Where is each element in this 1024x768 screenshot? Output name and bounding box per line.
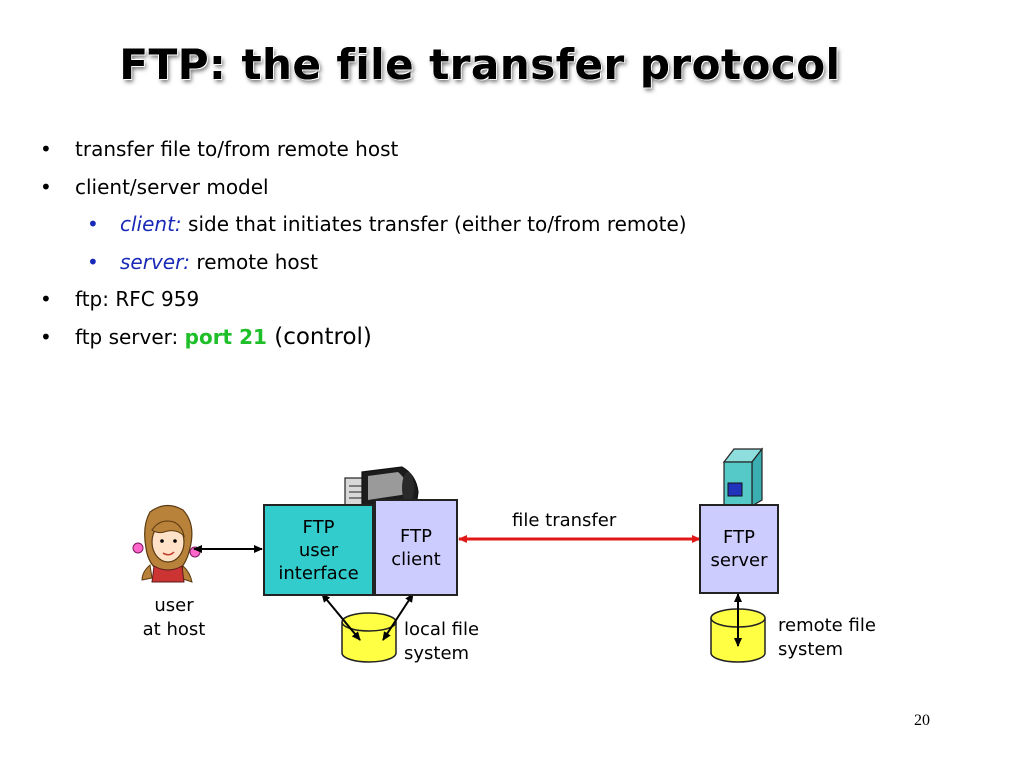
local-disk-icon [341, 612, 397, 663]
user-at-host-label: user at host [142, 595, 206, 640]
term-server: server: [120, 249, 191, 274]
file-transfer-label: file transfer [512, 510, 617, 531]
term-client: client: [120, 212, 182, 236]
sub-bullet-item: client: side that initiates transfer (ei… [40, 206, 687, 244]
ftp-user-interface-box: FTP user interface [263, 504, 374, 596]
ftp-server-box: FTP server [699, 504, 779, 594]
ftp-client-box: FTP client [374, 499, 458, 596]
bullet-item: transfer file to/from remote host [40, 131, 687, 169]
user-person-icon [132, 504, 201, 583]
port-highlight: port 21 [184, 324, 267, 349]
ui-disk-arrow [321, 593, 361, 641]
page-number: 20 [914, 712, 930, 729]
workstation-icon [344, 466, 419, 509]
bullet-item: ftp server: port 21 (control) [40, 319, 687, 357]
local-file-system-label: local file system [404, 619, 480, 664]
slide-title: FTP: the file transfer protocol [119, 40, 841, 89]
bullet-item: ftp: RFC 959 [40, 281, 687, 319]
server-tower-icon [722, 447, 764, 508]
sub-bullet-item: server: remote host [40, 244, 687, 282]
bullet-list: transfer file to/from remote host client… [40, 131, 687, 356]
client-disk-arrow [382, 593, 414, 641]
remote-file-system-label: remote file system [778, 615, 876, 660]
bullet-item: client/server model [40, 169, 687, 207]
